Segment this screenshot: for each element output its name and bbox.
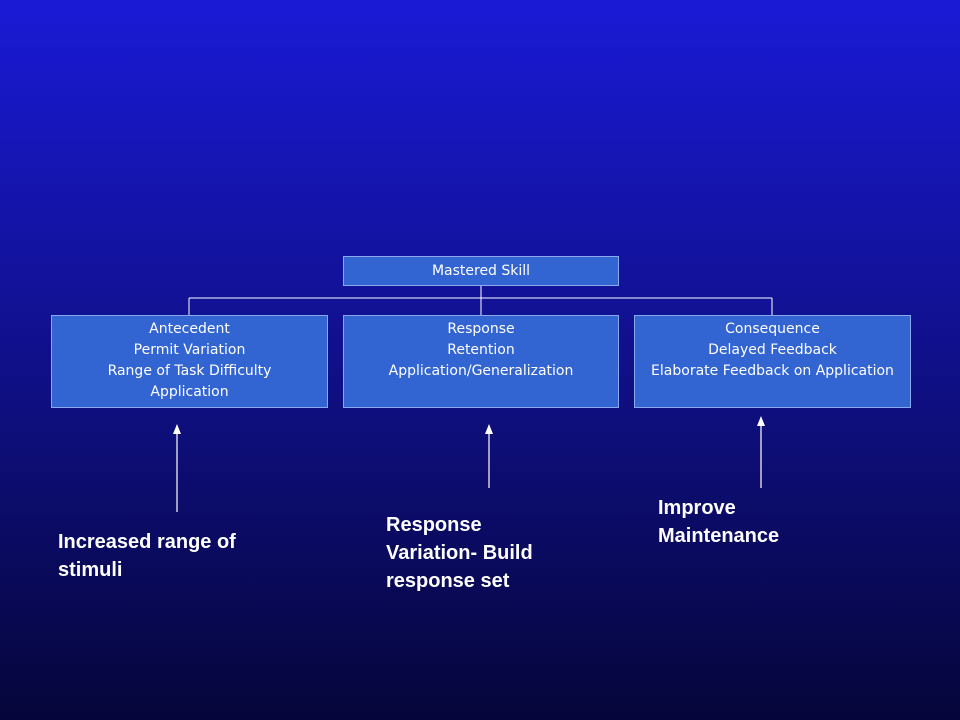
- annotation-middle-line-3: response set: [386, 570, 510, 592]
- response-box: Response Retention Application/Generaliz…: [343, 315, 619, 408]
- mastered-skill-label: Mastered Skill: [431, 263, 531, 279]
- annotation-right-line-1: Improve: [658, 497, 736, 519]
- consequence-box: Consequence Delayed Feedback Elaborate F…: [634, 315, 911, 408]
- annotation-middle-line-1: Response: [386, 514, 482, 536]
- annotation-left-line-1: Increased range of: [58, 531, 236, 553]
- antecedent-line-2: Permit Variation: [133, 342, 246, 358]
- annotation-improve-maintenance: Improve Maintenance: [658, 494, 779, 550]
- annotation-response-variation: Response Variation- Build response set: [386, 511, 533, 595]
- mastered-skill-box: Mastered Skill: [343, 256, 619, 286]
- antecedent-box: Antecedent Permit Variation Range of Tas…: [51, 315, 328, 408]
- consequence-line-2: Delayed Feedback: [708, 342, 837, 358]
- consequence-title: Consequence: [725, 321, 820, 337]
- arrow-middle: [485, 424, 493, 488]
- annotation-middle-line-2: Variation- Build: [386, 542, 533, 564]
- annotation-left-line-2: stimuli: [58, 559, 123, 581]
- annotation-increased-range: Increased range of stimuli: [58, 528, 236, 584]
- antecedent-title: Antecedent: [149, 321, 230, 337]
- arrow-right: [757, 416, 765, 488]
- consequence-line-3: Elaborate Feedback on Application: [651, 363, 894, 379]
- antecedent-line-3: Range of Task Difficulty: [107, 363, 272, 379]
- response-line-2: Retention: [447, 342, 515, 358]
- annotation-right-line-2: Maintenance: [658, 525, 780, 547]
- response-title: Response: [447, 321, 515, 337]
- response-line-3: Application/Generalization: [388, 363, 574, 379]
- arrow-left: [173, 424, 181, 512]
- antecedent-line-4: Application: [150, 384, 229, 400]
